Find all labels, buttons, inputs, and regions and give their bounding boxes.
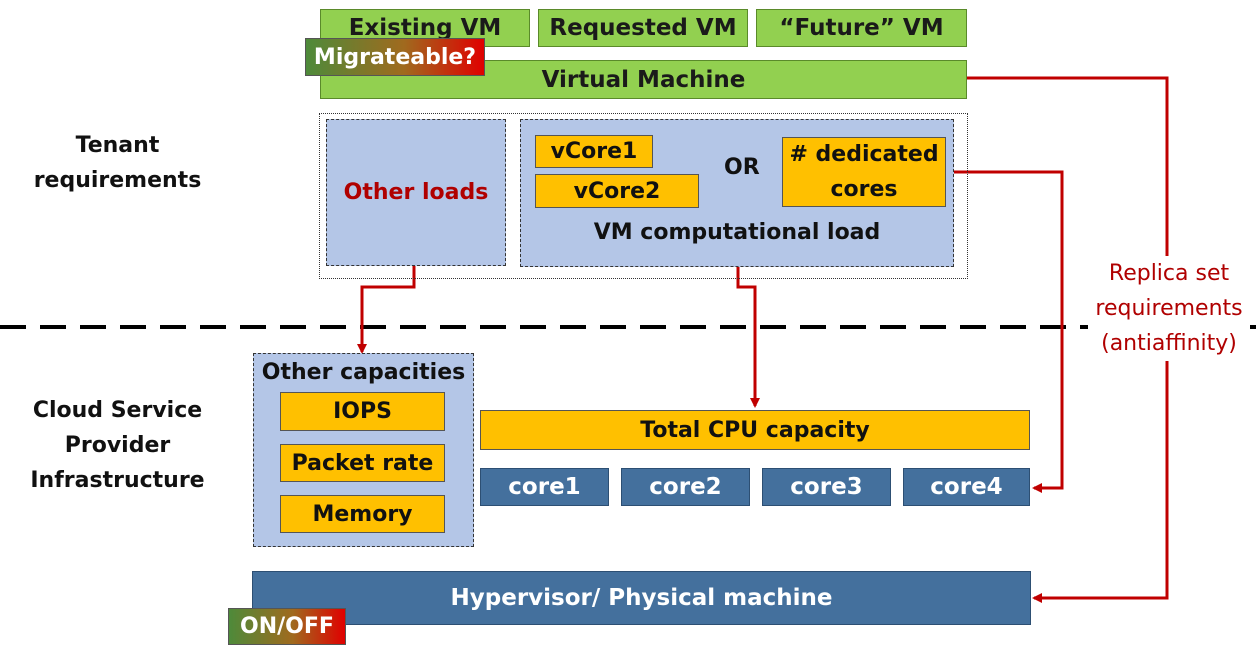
vcore1-label: vCore1 [550, 139, 638, 164]
hypervisor-label: Hypervisor/ Physical machine [450, 585, 833, 611]
dedicated-cores-label: # dedicated cores [789, 142, 939, 202]
core4-label: core4 [930, 474, 1003, 500]
other-loads-box: Other loads [326, 119, 506, 266]
core1-label: core1 [508, 474, 581, 500]
migrateable-badge: Migrateable? [305, 38, 485, 76]
packet-rate-label: Packet rate [291, 450, 434, 476]
core1-box: core1 [480, 468, 609, 506]
other-loads-label: Other loads [343, 180, 489, 205]
core2-label: core2 [649, 474, 722, 500]
tenant-requirements-label: Tenant requirements [33, 133, 202, 193]
core3-box: core3 [762, 468, 891, 506]
vm-computational-load-label: VM computational load [593, 220, 881, 245]
memory-box: Memory [280, 495, 445, 533]
or-label: OR [724, 155, 760, 180]
vcore1-box: vCore1 [535, 135, 653, 168]
virtual-machine-box: Virtual Machine [320, 60, 967, 99]
replica-set-label: Replica set requirements (antiaffinity) [1088, 256, 1250, 361]
future-vm-box: “Future” VM [756, 9, 967, 47]
tenant-load-container [319, 113, 968, 279]
other-capacities-label: Other capacities [261, 360, 466, 385]
requested-vm-label: Requested VM [549, 15, 737, 41]
onoff-badge: ON/OFF [228, 608, 346, 645]
core3-label: core3 [790, 474, 863, 500]
packet-rate-box: Packet rate [280, 444, 445, 482]
arrow-vm-to-hypervisor [967, 76, 1169, 256]
hypervisor-box: Hypervisor/ Physical machine [252, 571, 1031, 625]
future-vm-label: “Future” VM [779, 15, 944, 41]
requested-vm-box: Requested VM [538, 9, 748, 47]
iops-box: IOPS [280, 392, 445, 431]
migrateable-label: Migrateable? [313, 44, 477, 70]
virtual-machine-label: Virtual Machine [541, 66, 746, 93]
vcore2-box: vCore2 [535, 174, 699, 208]
onoff-label: ON/OFF [240, 614, 334, 639]
dedicated-cores-box: # dedicated cores [782, 137, 946, 207]
existing-vm-label: Existing VM [348, 15, 502, 41]
total-cpu-capacity-box: Total CPU capacity [480, 410, 1030, 450]
vcore2-label: vCore2 [573, 178, 661, 204]
arrow-other-loads-to-capacities [357, 265, 416, 354]
cloud-provider-label: Cloud Service Provider Infrastructure [30, 398, 205, 493]
arrow-vm-load-to-cpu [736, 265, 760, 408]
iops-label: IOPS [333, 399, 392, 424]
core4-box: core4 [903, 468, 1030, 506]
arrow-vm-to-hypervisor-lower [1032, 356, 1169, 603]
arrow-dedicated-to-core4 [946, 170, 1064, 493]
memory-label: Memory [312, 501, 413, 527]
total-cpu-capacity-label: Total CPU capacity [640, 417, 870, 443]
core2-box: core2 [621, 468, 750, 506]
